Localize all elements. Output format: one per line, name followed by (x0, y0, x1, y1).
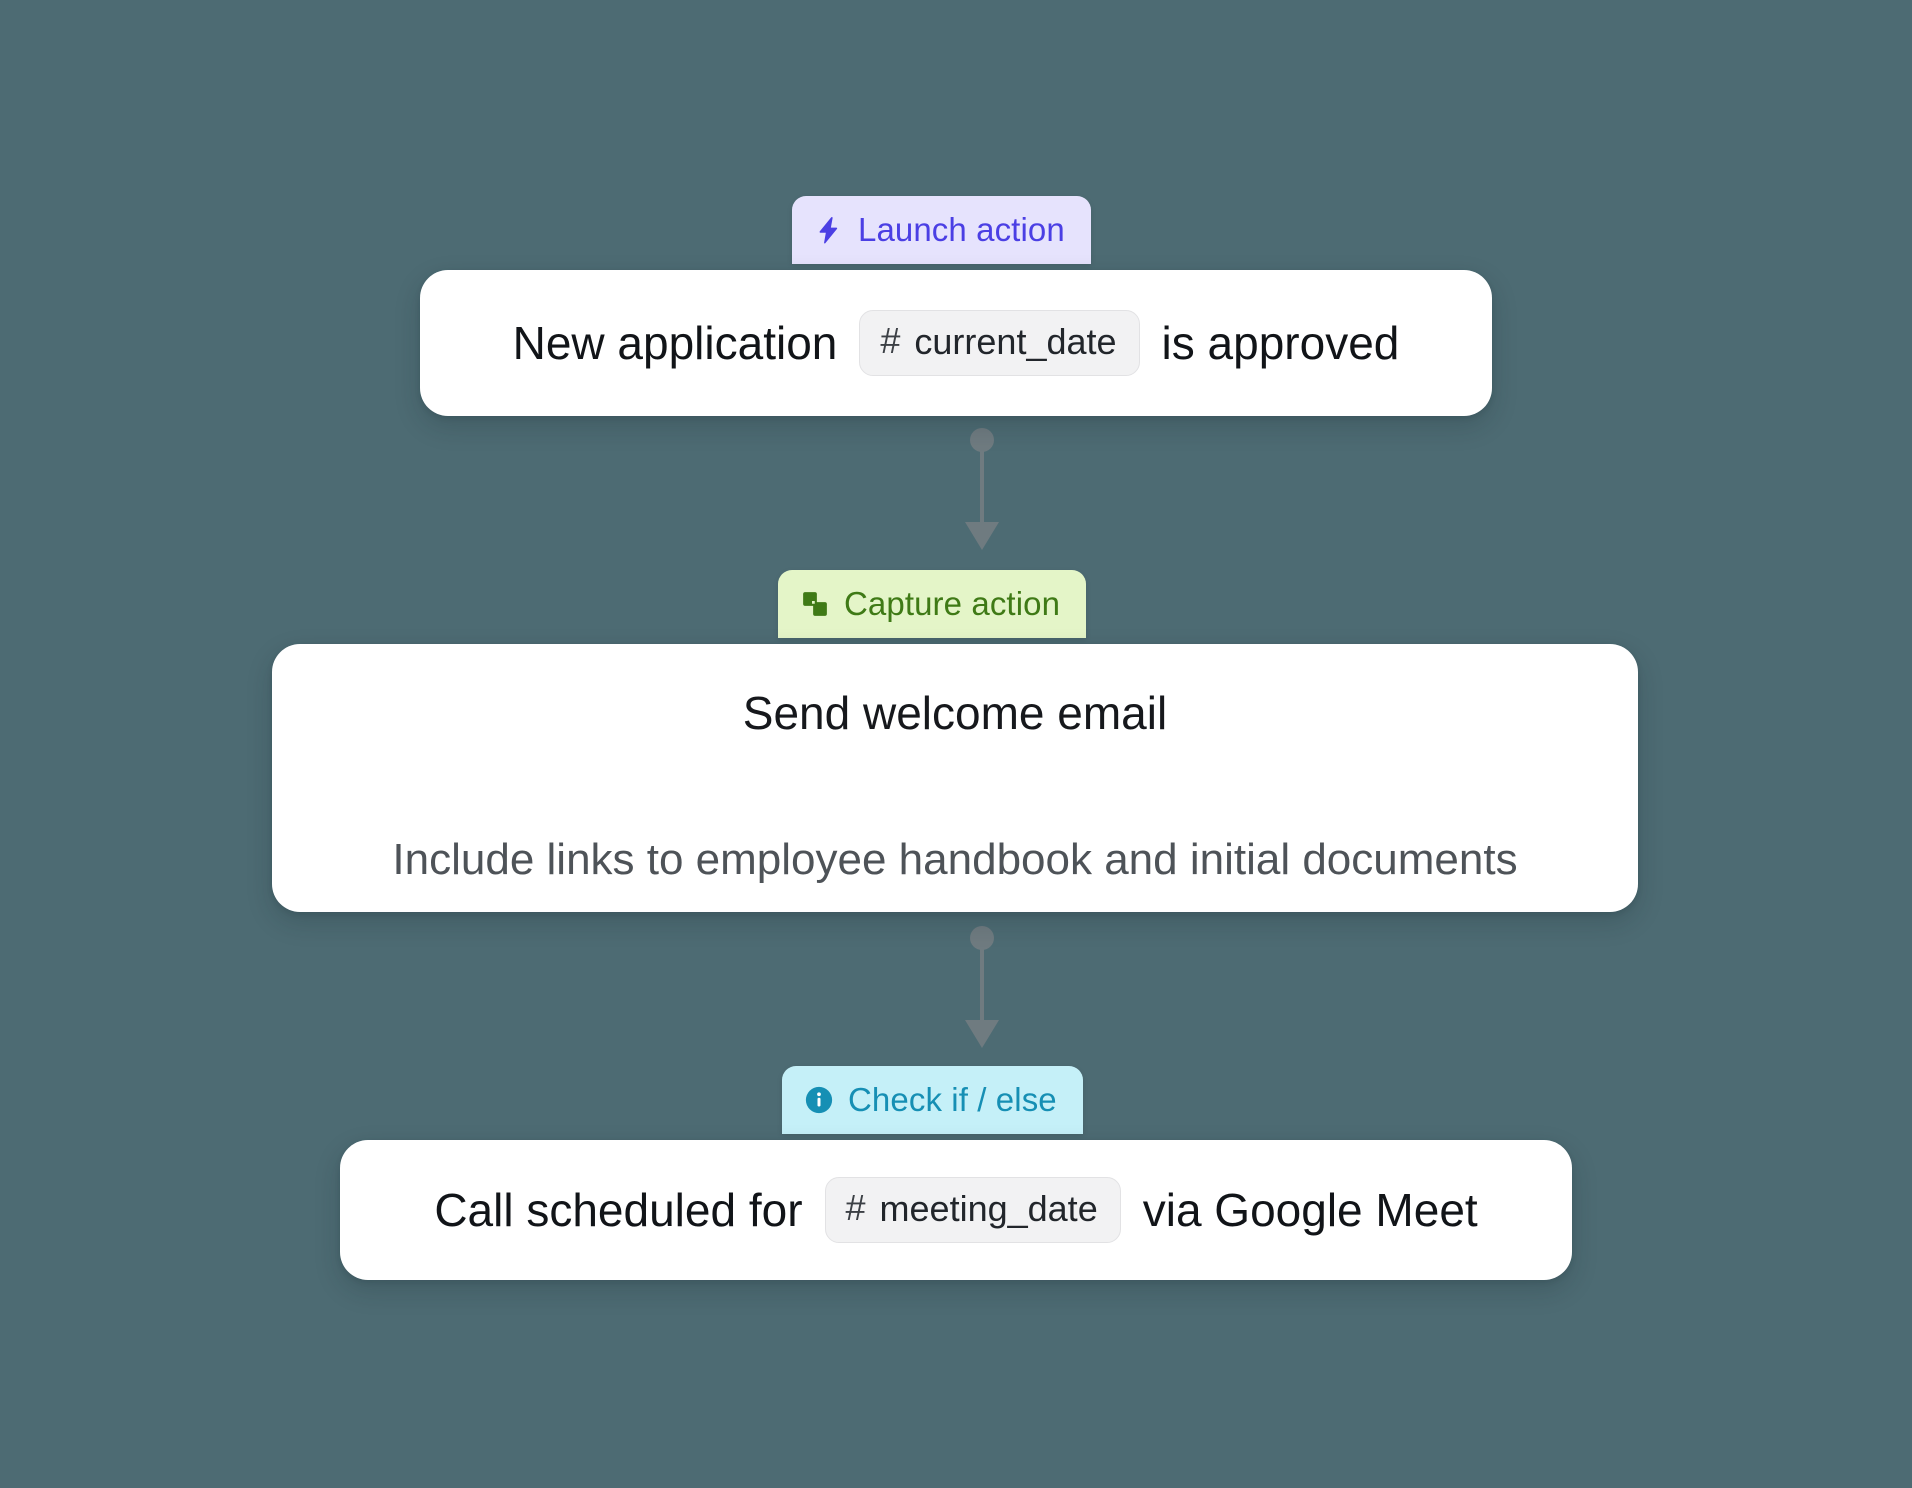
sentence-text-leading: Call scheduled for (434, 1183, 803, 1236)
card-body-text: Include links to employee handbook and i… (392, 834, 1518, 884)
sentence-row: New application # current_date is approv… (420, 310, 1492, 376)
sentence-text-trailing: via Google Meet (1142, 1183, 1478, 1236)
card-title: Send welcome email (742, 687, 1168, 739)
token-chip-label: meeting_date (879, 1188, 1098, 1229)
hash-icon: # (845, 1187, 866, 1228)
workflow-card-capture[interactable]: Send welcome email Include links to empl… (272, 644, 1638, 912)
node-badge-label: Launch action (858, 210, 1065, 248)
card-header-section: Send welcome email (272, 644, 1638, 785)
lightning-bolt-icon (814, 215, 844, 245)
sentence-text-leading: New application (512, 316, 838, 369)
token-chip-current-date[interactable]: # current_date (859, 310, 1140, 376)
connector-capture-to-condition (965, 926, 999, 1048)
hash-icon: # (880, 320, 901, 361)
card-body-section: Include links to employee handbook and i… (272, 785, 1638, 932)
sentence-text-trailing: is approved (1161, 316, 1400, 369)
node-badge-launch-action[interactable]: Launch action (792, 196, 1091, 264)
node-badge-check-if-else[interactable]: Check if / else (782, 1066, 1083, 1134)
sentence-row: Call scheduled for # meeting_date via Go… (340, 1177, 1572, 1243)
connector-launch-to-capture (965, 428, 999, 550)
info-circle-icon (804, 1085, 834, 1115)
node-badge-label: Capture action (844, 584, 1061, 622)
token-chip-meeting-date[interactable]: # meeting_date (824, 1177, 1121, 1243)
token-chip-label: current_date (914, 321, 1117, 362)
workflow-card-condition[interactable]: Call scheduled for # meeting_date via Go… (340, 1140, 1572, 1280)
workflow-card-launch[interactable]: New application # current_date is approv… (420, 270, 1492, 416)
node-badge-capture-action[interactable]: Capture action (778, 570, 1087, 638)
node-badge-label: Check if / else (848, 1080, 1057, 1118)
copy-squares-icon (800, 589, 830, 619)
